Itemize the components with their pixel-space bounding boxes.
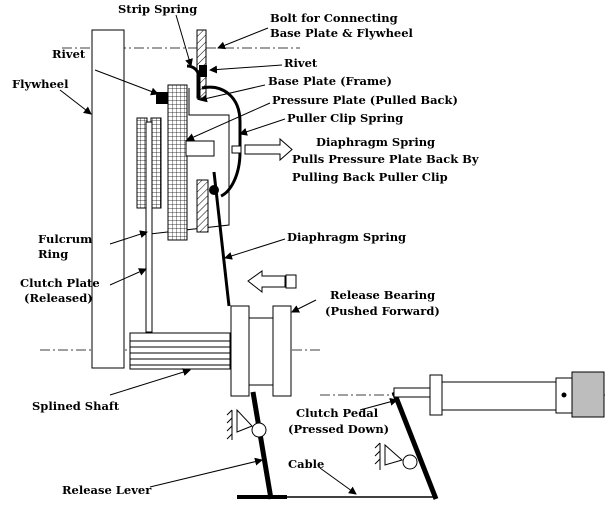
- fulcrum-support: [196, 179, 209, 233]
- pedal-ground-hatch: [374, 458, 381, 465]
- lever-pivot-support: [236, 408, 253, 433]
- release-bearing-right: [272, 305, 292, 397]
- leader-strip-spring: [175, 14, 193, 67]
- clutch-pedal: [391, 391, 439, 500]
- leader-splined-shaft: [109, 368, 191, 396]
- label-cable: Cable: [288, 457, 324, 471]
- label-clutch-plate-2: (Released): [24, 291, 93, 305]
- pedal-ground-hatch: [374, 450, 381, 457]
- label-diaphragm-note-1: Diaphragm Spring: [316, 135, 435, 149]
- lever-ground-hatch: [226, 433, 233, 440]
- leader-pressure-plate: [186, 102, 271, 141]
- pedal-ground-hatch: [374, 442, 381, 449]
- label-splined-shaft: Splined Shaft: [32, 399, 120, 413]
- master-cylinder-reservoir: [571, 371, 605, 418]
- clutch-plate-web: [145, 121, 153, 333]
- label-pressure-plate: Pressure Plate (Pulled Back): [272, 93, 458, 107]
- clutch-pedal-pivot: [402, 454, 418, 470]
- push-arrow-tail: [285, 274, 297, 289]
- label-fulcrum-2: Ring: [38, 247, 68, 261]
- leader-clutch-pedal: [359, 397, 398, 411]
- label-rivet-top: Rivet: [284, 56, 318, 70]
- leader-rivet-left: [94, 69, 159, 96]
- label-bolt-line1: Bolt for Connecting: [270, 11, 398, 25]
- label-release-lever: Release Lever: [62, 483, 152, 497]
- lever-ground-hatch: [226, 409, 233, 416]
- label-fulcrum-1: Fulcrum: [38, 232, 92, 246]
- leader-base-plate: [199, 84, 266, 103]
- leader-fulcrum: [109, 230, 148, 245]
- label-clutch-pedal-2: (Pressed Down): [288, 422, 389, 436]
- leader-puller-clip: [239, 118, 286, 136]
- push-arrow: [247, 270, 286, 294]
- diaphragm-spring: [212, 171, 231, 307]
- master-cylinder-body: [441, 381, 559, 411]
- top-rivet: [199, 65, 207, 77]
- label-flywheel: Flywheel: [12, 77, 69, 91]
- spline-hub: [129, 332, 231, 370]
- flywheel: [91, 29, 125, 369]
- left-rivet: [156, 92, 168, 104]
- label-puller-clip: Puller Clip Spring: [287, 111, 403, 125]
- note-arrow: [244, 137, 293, 162]
- pedal-pivot-support: [384, 443, 404, 466]
- release-bearing-left: [230, 305, 250, 397]
- label-clutch-plate-1: Clutch Plate: [20, 276, 100, 290]
- leader-release-bearing: [291, 299, 317, 313]
- leader-cable: [319, 467, 357, 495]
- label-base-plate: Base Plate (Frame): [268, 74, 392, 88]
- leader-rivet-top: [209, 64, 283, 74]
- leader-flywheel: [59, 89, 92, 115]
- label-diaphragm-note-3: Pulling Back Puller Clip: [292, 170, 448, 184]
- label-diaphragm-note-2: Pulls Pressure Plate Back By: [292, 152, 479, 166]
- master-cylinder-flange: [429, 374, 443, 416]
- lever-ground-hatch: [226, 425, 233, 432]
- master-cylinder-pin: [561, 392, 567, 398]
- pressure-plate: [167, 84, 188, 241]
- note-arrow-tail: [231, 145, 242, 154]
- label-release-bearing-1: Release Bearing: [330, 288, 435, 302]
- leader-bolt: [217, 27, 269, 50]
- pressure-plate-lug: [185, 140, 215, 157]
- label-release-bearing-2: (Pushed Forward): [325, 304, 440, 318]
- label-strip-spring: Strip Spring: [118, 2, 197, 16]
- label-clutch-pedal-1: Clutch Pedal: [296, 406, 379, 420]
- leader-release-lever: [149, 457, 263, 488]
- label-rivet-left: Rivet: [52, 47, 86, 61]
- puller-clip-spring: [201, 85, 242, 198]
- label-bolt-line2: Base Plate & Flywheel: [270, 26, 414, 40]
- release-lever-pivot: [251, 422, 267, 438]
- label-diaphragm-spring: Diaphragm Spring: [287, 230, 406, 244]
- release-lever: [250, 391, 274, 500]
- leader-clutch-plate: [109, 268, 147, 286]
- lever-ground-hatch: [226, 417, 233, 424]
- release-bearing-middle: [248, 317, 274, 386]
- leader-diaphragm-spring: [224, 238, 286, 260]
